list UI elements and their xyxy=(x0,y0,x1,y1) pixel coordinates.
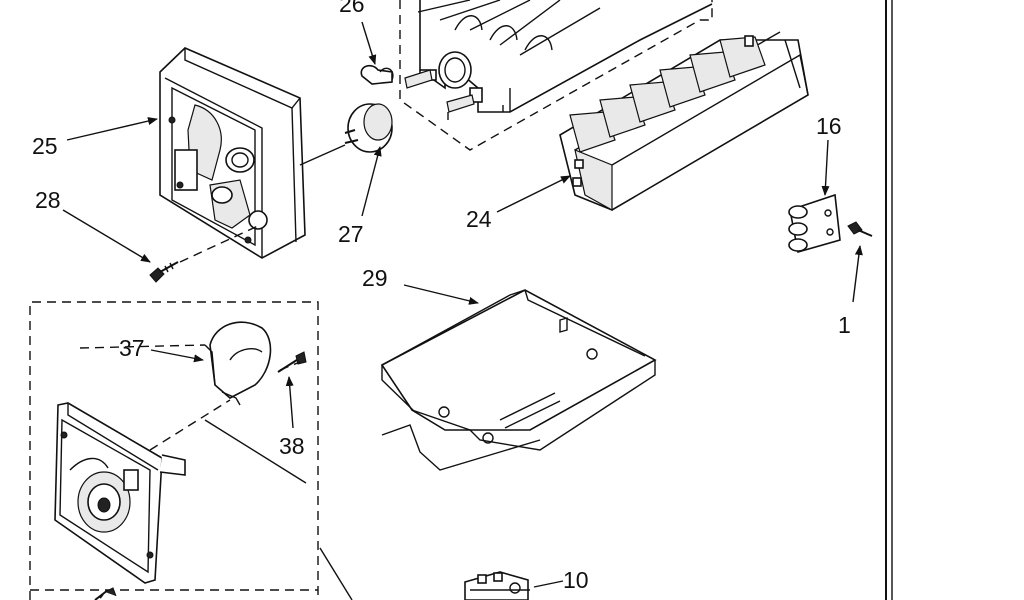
screw-part-1 xyxy=(847,221,873,237)
callout-16: 16 xyxy=(816,113,842,139)
ice-stripper-part-24 xyxy=(559,31,809,212)
leader-lines xyxy=(62,21,863,600)
callout-10: 10 xyxy=(563,567,589,593)
callout-25: 25 xyxy=(32,133,58,159)
callout-29: 29 xyxy=(362,265,388,291)
callout-24: 24 xyxy=(466,206,492,232)
cover-part-29 xyxy=(380,289,657,471)
ice-maker-housing-part-25 xyxy=(159,47,346,259)
callout-labels: 26 25 28 27 24 16 1 29 37 38 10 xyxy=(32,0,851,593)
ice-mold-assembly xyxy=(399,0,713,151)
thermostat-part-27 xyxy=(344,103,393,153)
callout-38: 38 xyxy=(279,433,305,459)
bracket-part-16 xyxy=(788,193,841,254)
clip-part-26 xyxy=(360,64,394,85)
callout-28: 28 xyxy=(35,187,61,213)
callout-26: 26 xyxy=(339,0,365,17)
module-assembly xyxy=(29,301,319,600)
screw-part-28 xyxy=(149,224,261,283)
callout-1: 1 xyxy=(838,312,851,338)
switch-part-10 xyxy=(464,571,530,600)
callout-37: 37 xyxy=(119,335,145,361)
page-border xyxy=(885,0,893,600)
callout-27: 27 xyxy=(338,221,364,247)
